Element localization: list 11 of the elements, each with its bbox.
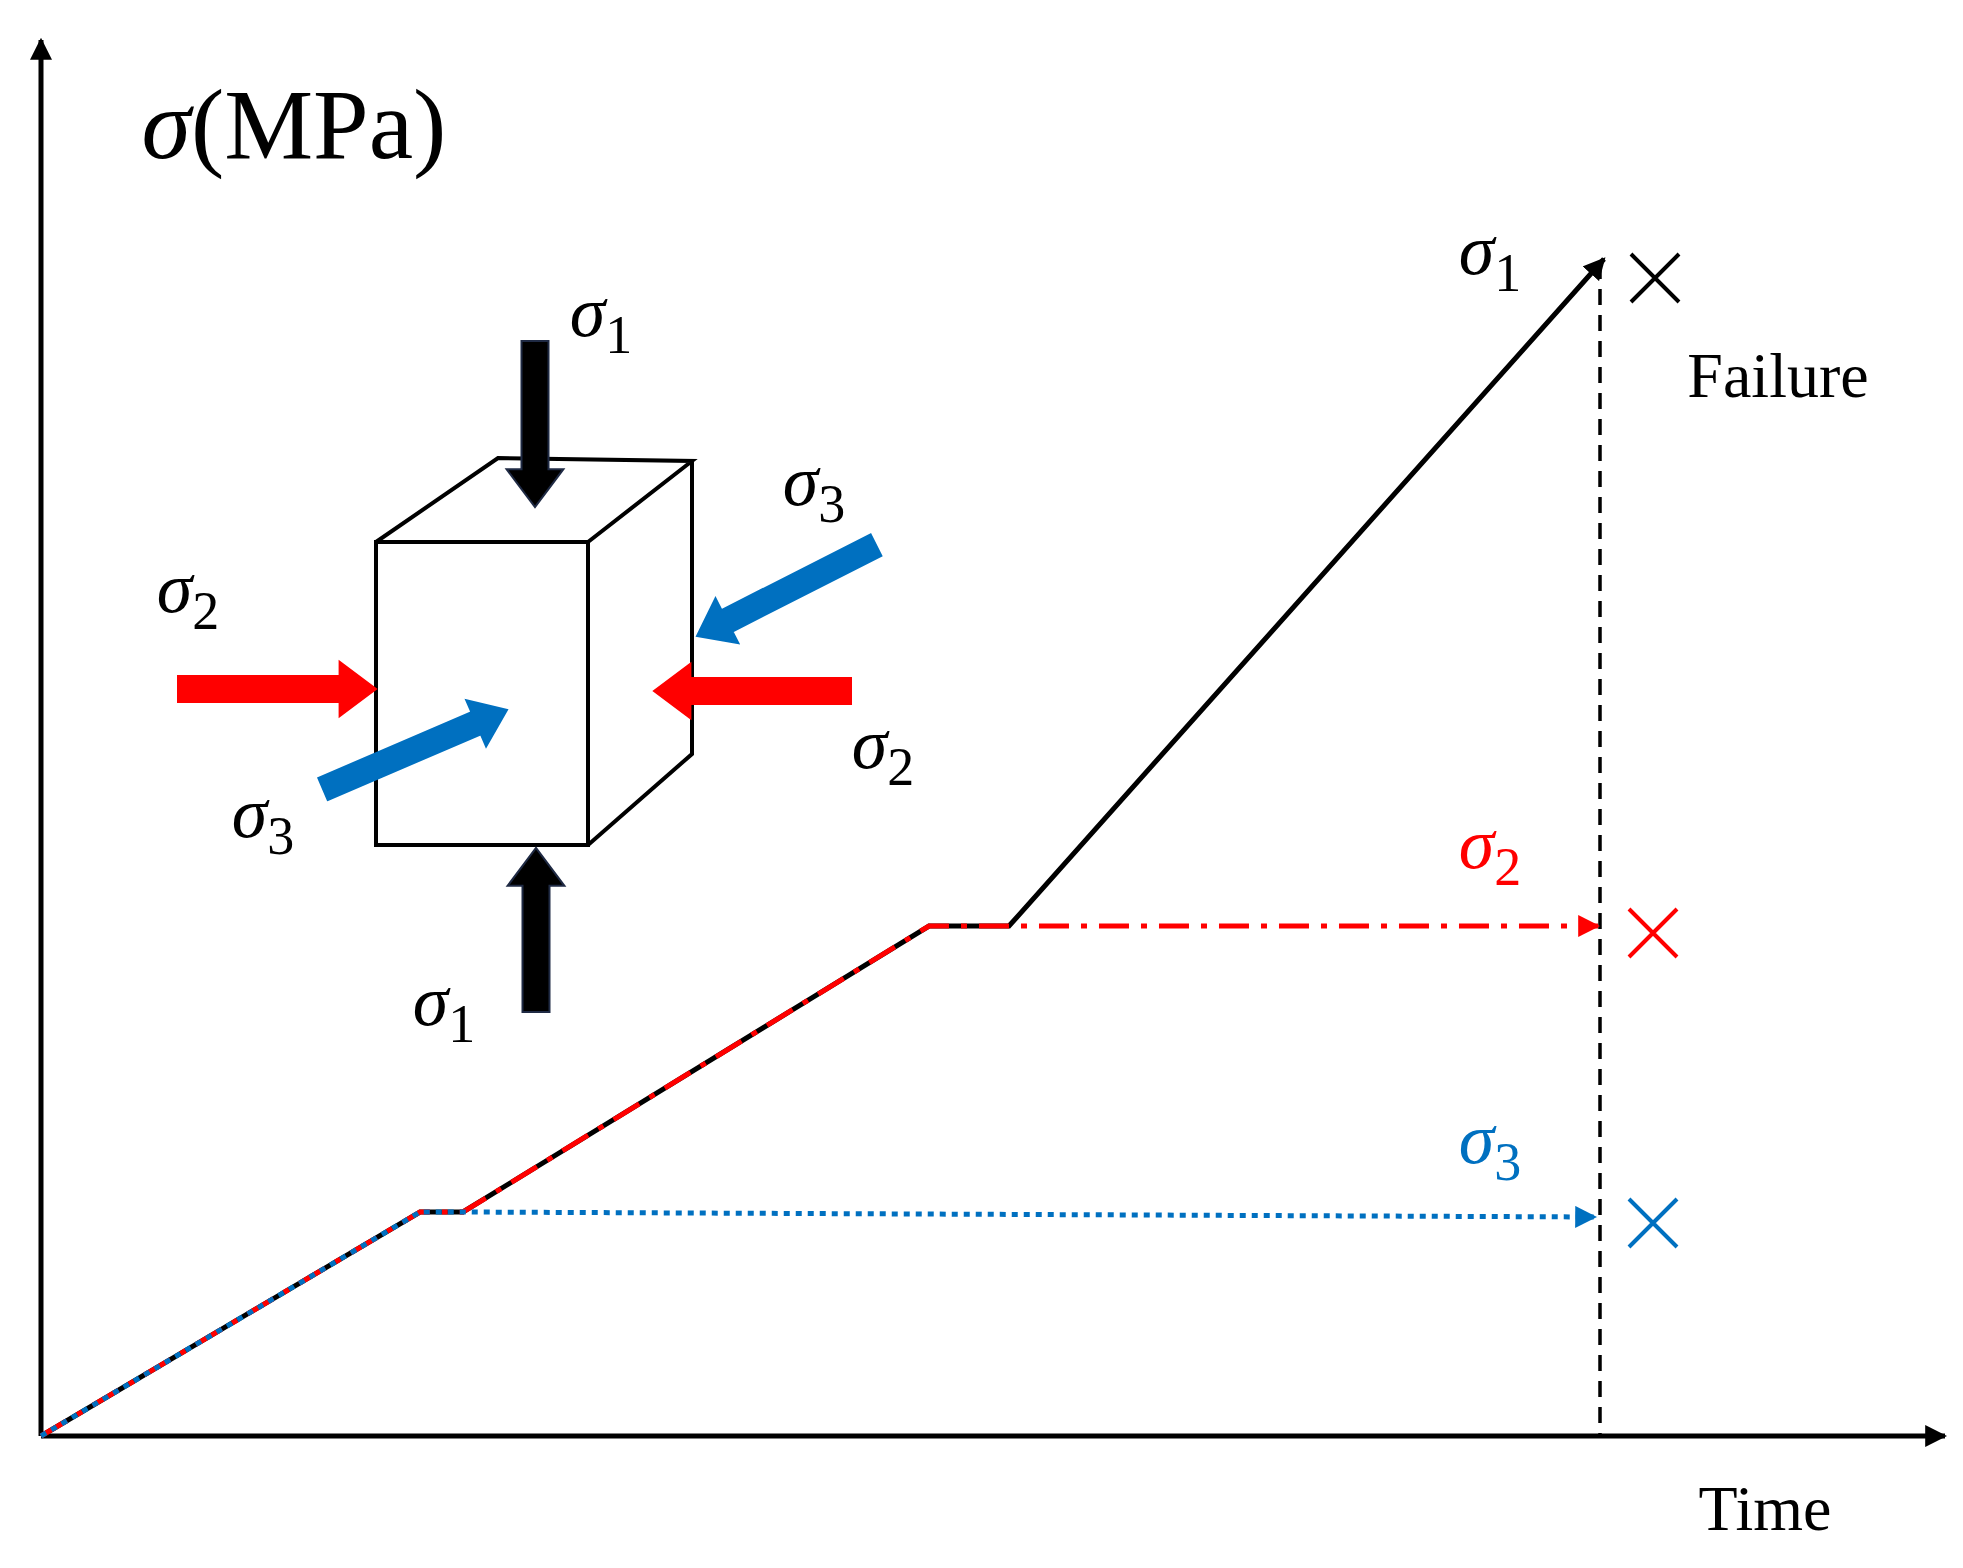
- axis-label: Time: [1698, 1477, 1832, 1541]
- stress-label: σ$_{3}$: [782, 445, 846, 531]
- stress-label: σ$_{2}$: [851, 708, 915, 794]
- stress-label: σ$_{1}$: [569, 276, 633, 362]
- stress-label: σ$_{2}$: [1458, 808, 1522, 894]
- stress-label: σ$_{3}$: [1458, 1103, 1522, 1189]
- stress-label: σ$_{1}$: [1458, 214, 1522, 300]
- failure-label: Failure: [1687, 344, 1869, 408]
- stress-label: σ$_{1}$: [412, 965, 476, 1051]
- stress-label: σ$_{2}$: [156, 552, 220, 638]
- stress-label: σ$_{3}$: [231, 777, 295, 863]
